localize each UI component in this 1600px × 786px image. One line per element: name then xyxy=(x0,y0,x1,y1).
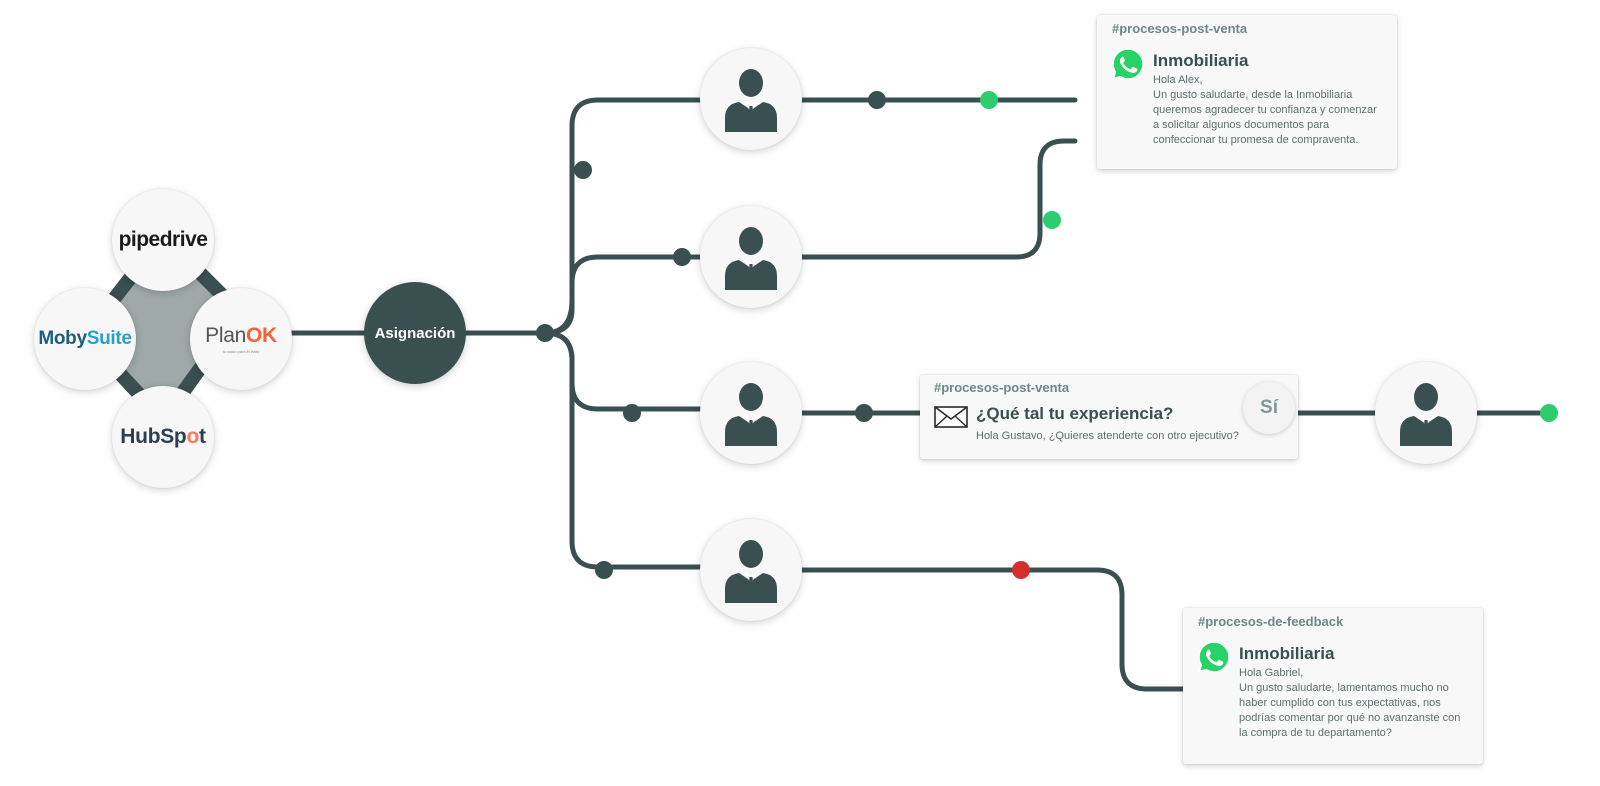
card-body: Hola Alex, Un gusto saludarte, desde la … xyxy=(1153,74,1377,146)
node-branch-2 xyxy=(673,248,691,266)
message-card-whatsapp[interactable]: #procesos-de-feedback Inmobiliaria Hola … xyxy=(1183,608,1483,764)
node-avatar3-step xyxy=(855,404,873,422)
hubspot-logo-text: HubSpot xyxy=(120,425,206,449)
hubspot-logo-part: o xyxy=(186,425,199,448)
status-success-dot xyxy=(1540,404,1558,422)
planok-logo-part: Plan xyxy=(205,324,246,347)
message-card-email[interactable]: #procesos-post-venta ¿Qué tal tu experie… xyxy=(920,375,1298,459)
mobysuite-logo-part: Suite xyxy=(86,328,132,349)
line-avatar4-to-card3 xyxy=(797,567,1186,692)
message-card-whatsapp[interactable]: #procesos-post-venta Inmobiliaria Hola A… xyxy=(1097,15,1397,169)
status-error-dot xyxy=(1012,561,1030,579)
node-branch-4 xyxy=(595,561,613,579)
pipedrive-logo-text: pipedrive xyxy=(118,228,208,251)
planok-tagline: tu socio para el éxito xyxy=(222,349,260,354)
node-dots xyxy=(536,91,1558,579)
reply-yes-label: Sí xyxy=(1260,397,1278,418)
agent-avatar[interactable] xyxy=(1375,362,1477,464)
planok-logo-text: PlanOK xyxy=(205,324,277,348)
agent-avatar[interactable] xyxy=(700,48,802,150)
mobysuite-logo: MobySuite xyxy=(34,288,136,390)
planok-logo-wrap: PlanOK tu socio para el éxito xyxy=(205,324,277,354)
pipedrive-logo: pipedrive xyxy=(112,189,214,291)
hubspot-logo-part: t xyxy=(198,425,206,448)
card-title: ¿Qué tal tu experiencia? xyxy=(976,404,1174,423)
line-avatar2-to-card1 xyxy=(797,138,1078,260)
person-icon xyxy=(1400,383,1452,446)
planok-logo: PlanOK tu socio para el éxito xyxy=(190,288,292,390)
status-success-dot xyxy=(1043,211,1061,229)
whatsapp-icon xyxy=(1198,641,1230,673)
person-icon xyxy=(725,227,777,290)
whatsapp-icon xyxy=(1112,48,1144,80)
node-branch-1 xyxy=(574,161,592,179)
assignment-label: Asignación xyxy=(374,324,456,342)
status-success-dot xyxy=(980,91,998,109)
mobysuite-logo-text: MobySuite xyxy=(38,328,132,350)
node-branch-3 xyxy=(623,404,641,422)
person-icon xyxy=(725,69,777,132)
agent-avatar[interactable] xyxy=(700,206,802,308)
hubspot-logo-part: HubSp xyxy=(120,425,187,448)
agent-avatar[interactable] xyxy=(700,519,802,621)
card-channel: #procesos-de-feedback xyxy=(1198,614,1344,629)
line-branch-4 xyxy=(542,330,703,570)
card-body: Hola Gustavo, ¿Quieres atenderte con otr… xyxy=(976,430,1239,442)
card-title: Inmobiliaria xyxy=(1239,644,1335,663)
person-icon xyxy=(725,383,777,446)
line-branch-2 xyxy=(542,254,703,336)
mobysuite-logo-part: Moby xyxy=(38,328,87,349)
node-split xyxy=(536,324,554,342)
card-body: Hola Gabriel, Un gusto saludarte, lament… xyxy=(1239,667,1461,739)
node-avatar1-step xyxy=(868,91,886,109)
reply-yes-node[interactable]: Sí xyxy=(1243,382,1295,434)
envelope-icon xyxy=(934,406,968,428)
card-channel: #procesos-post-venta xyxy=(934,380,1070,395)
person-icon xyxy=(725,540,777,603)
agent-avatar[interactable] xyxy=(700,362,802,464)
card-title: Inmobiliaria xyxy=(1153,51,1249,70)
hubspot-logo: HubSpot xyxy=(112,386,214,488)
card-channel: #procesos-post-venta xyxy=(1112,21,1248,36)
planok-logo-part: OK xyxy=(245,324,277,347)
assignment-node[interactable]: Asignación xyxy=(364,282,466,384)
line-branch-1 xyxy=(542,97,703,336)
